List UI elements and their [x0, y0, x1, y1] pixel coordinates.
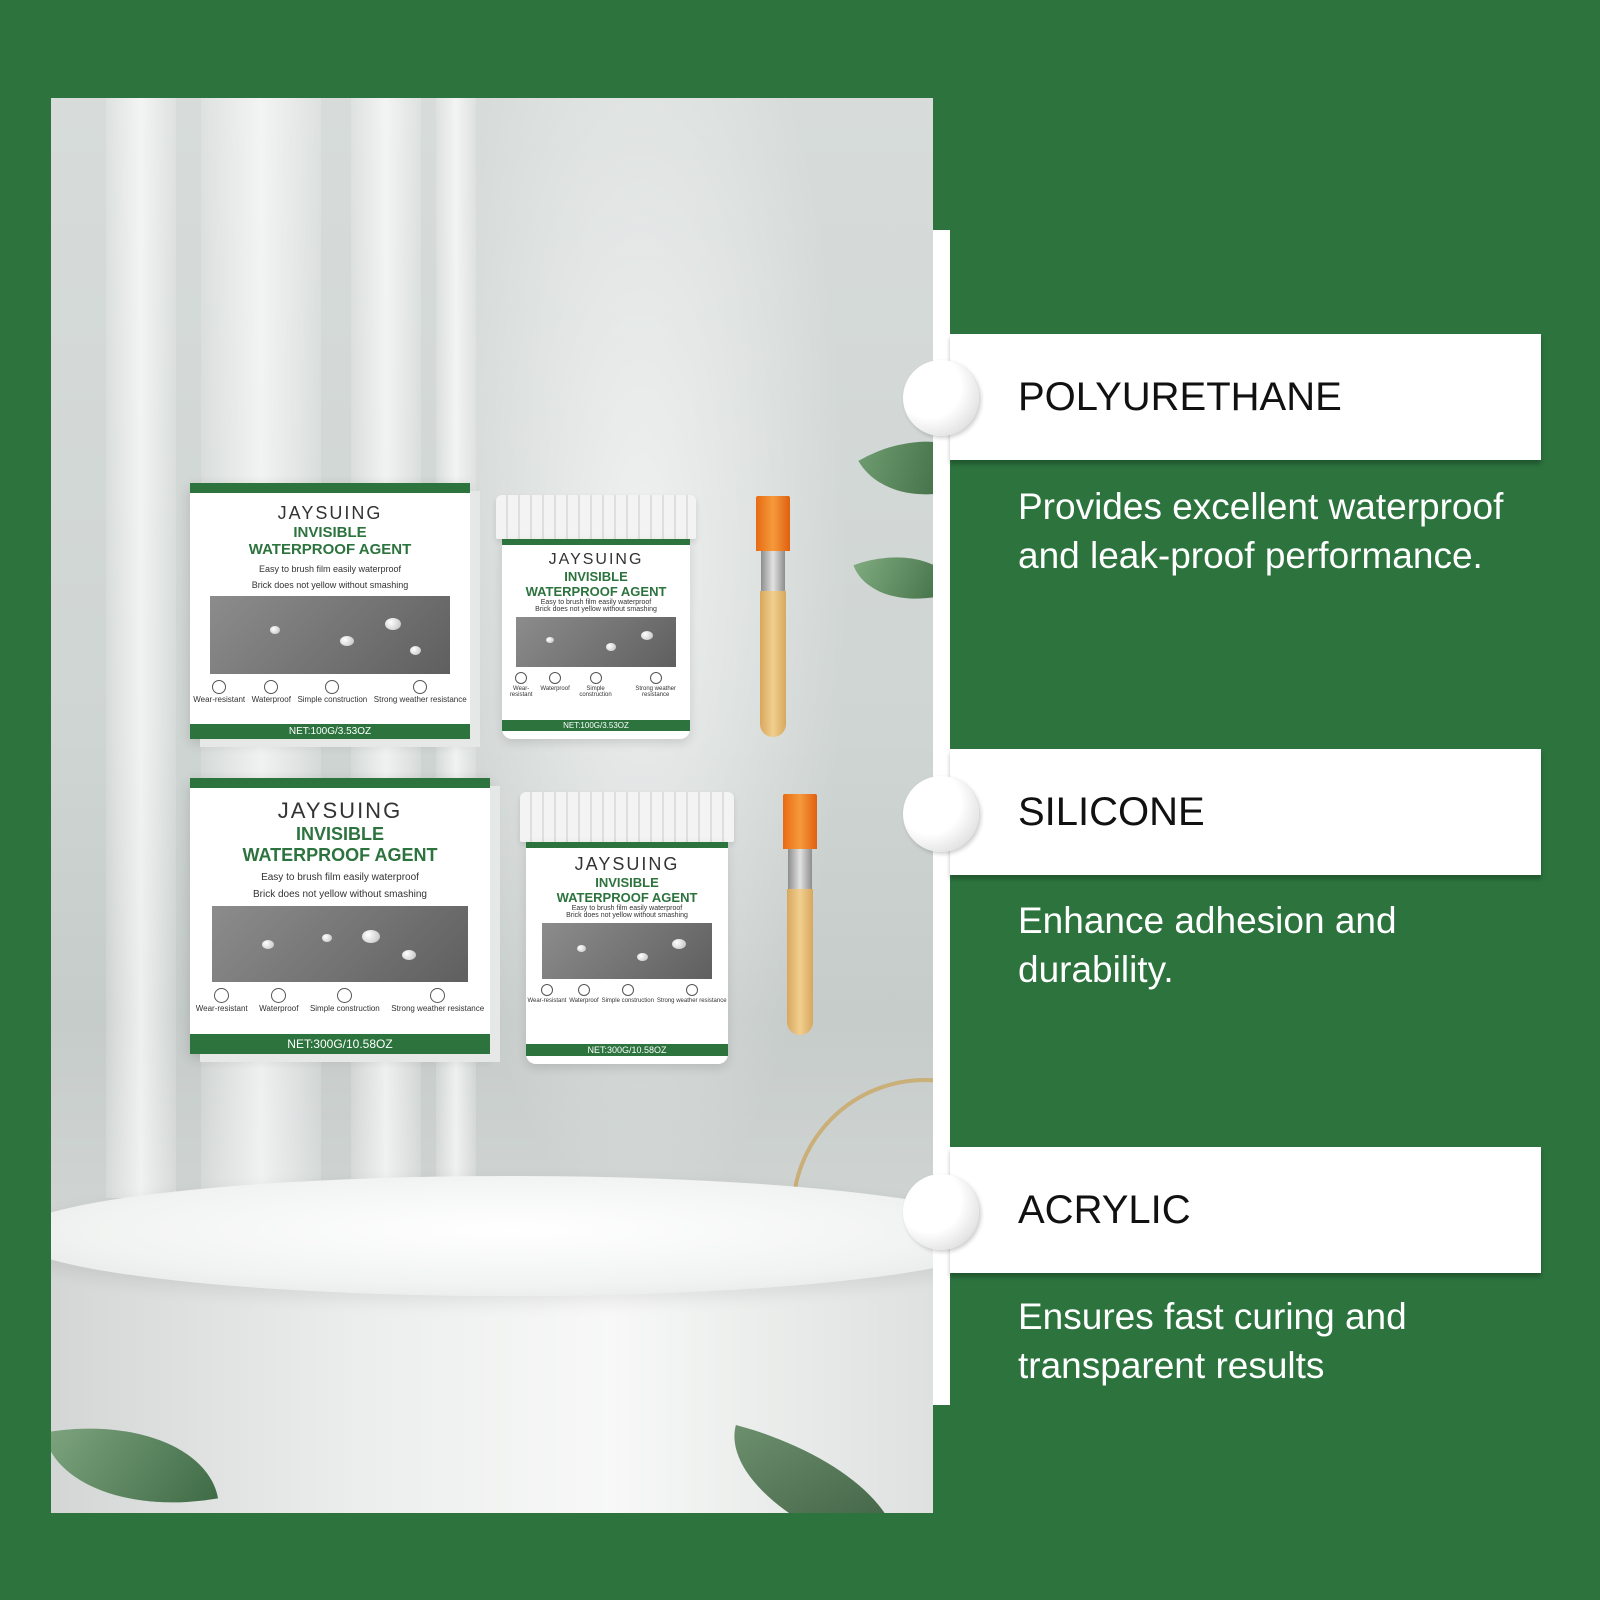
- bullet-circle-icon: [903, 360, 979, 436]
- background-pillar: [106, 98, 176, 1198]
- feature-icons: Wear-resistant Waterproof Simple constru…: [526, 984, 728, 1004]
- product-box-large: JAYSUING INVISIBLE WATERPROOF AGENT Easy…: [190, 778, 490, 1054]
- product-name-line1: INVISIBLE: [293, 524, 367, 541]
- paint-brush: [753, 496, 793, 737]
- brush-icon: [337, 988, 353, 1003]
- tagline: Brick does not yellow without smashing: [253, 889, 427, 900]
- snowflake-icon: [430, 988, 446, 1003]
- net-weight: NET:100G/3.53OZ: [502, 720, 690, 731]
- product-name-line2: WATERPROOF AGENT: [248, 541, 412, 558]
- bullet-circle-icon: [903, 776, 979, 852]
- waterdrop-icon: [549, 672, 562, 684]
- bullet-circle-icon: [903, 1174, 979, 1250]
- tagline: Brick does not yellow without smashing: [535, 606, 657, 613]
- feature-icons: Wear-resistant Waterproof Simple constru…: [190, 988, 490, 1013]
- brand-name: JAYSUING: [548, 551, 644, 568]
- net-weight: NET:300G/10.58OZ: [190, 1034, 490, 1054]
- net-weight: NET:100G/3.53OZ: [190, 724, 470, 739]
- diamond-icon: [214, 988, 230, 1003]
- feature-title-bar-polyurethane: POLYURETHANE: [950, 334, 1541, 460]
- net-weight: NET:300G/10.58OZ: [526, 1044, 728, 1056]
- product-jar-large: JAYSUING INVISIBLE WATERPROOF AGENT Easy…: [520, 792, 734, 1064]
- feature-title-bar-acrylic: ACRYLIC: [950, 1147, 1541, 1273]
- paint-brush: [780, 794, 820, 1035]
- product-name-line1: INVISIBLE: [564, 569, 628, 584]
- brand-name: JAYSUING: [277, 503, 383, 523]
- tagline: Easy to brush film easily waterproof: [258, 564, 402, 574]
- feature-description: Enhance adhesion and durability.: [1018, 900, 1397, 990]
- tagline: Easy to brush film easily waterproof: [540, 599, 652, 606]
- product-name-line2: WATERPROOF AGENT: [525, 584, 667, 599]
- brand-name: JAYSUING: [574, 854, 680, 874]
- waterdrop-icon: [264, 680, 279, 694]
- podium-top: [51, 1176, 933, 1296]
- snowflake-icon: [685, 984, 698, 996]
- product-name-line1: INVISIBLE: [295, 824, 384, 844]
- jar-lid: [496, 495, 696, 539]
- brush-icon: [325, 680, 340, 694]
- diamond-icon: [540, 984, 553, 996]
- tagline: Brick does not yellow without smashing: [566, 912, 688, 919]
- water-drops-swatch: [210, 596, 450, 674]
- tagline: Easy to brush film easily waterproof: [571, 905, 683, 912]
- water-drops-swatch: [212, 906, 468, 982]
- water-drops-swatch: [516, 617, 676, 667]
- brand-name: JAYSUING: [277, 798, 403, 823]
- diamond-icon: [212, 680, 227, 694]
- product-box-small: JAYSUING INVISIBLE WATERPROOF AGENT Easy…: [190, 483, 470, 739]
- tagline: Easy to brush film easily waterproof: [261, 872, 419, 883]
- feature-title: POLYURETHANE: [1018, 375, 1342, 419]
- feature-title-bar-silicone: SILICONE: [950, 749, 1541, 875]
- jar-lid: [520, 792, 734, 842]
- feature-icons: Wear-resistant Waterproof Simple constru…: [190, 680, 470, 704]
- waterdrop-icon: [577, 984, 590, 996]
- feature-title: ACRYLIC: [1018, 1188, 1191, 1232]
- snowflake-icon: [649, 672, 662, 684]
- product-name-line2: WATERPROOF AGENT: [242, 845, 438, 865]
- diamond-icon: [515, 672, 528, 684]
- snowflake-icon: [413, 680, 428, 694]
- tagline: Brick does not yellow without smashing: [251, 580, 409, 590]
- product-name-line2: WATERPROOF AGENT: [556, 890, 698, 905]
- brush-icon: [589, 672, 602, 684]
- feature-title: SILICONE: [1018, 790, 1205, 834]
- feature-description: Provides excellent waterproof and leak-p…: [1018, 486, 1504, 576]
- waterdrop-icon: [271, 988, 287, 1003]
- leaf-decoration: [853, 534, 933, 622]
- feature-description: Ensures fast curing and transparent resu…: [1018, 1296, 1407, 1386]
- feature-icons: Wear-resistant Waterproof Simple constru…: [502, 672, 690, 699]
- brush-icon: [621, 984, 634, 996]
- product-jar-small: JAYSUING INVISIBLE WATERPROOF AGENT Easy…: [496, 495, 696, 739]
- product-name-line1: INVISIBLE: [595, 875, 659, 890]
- water-drops-swatch: [542, 923, 712, 979]
